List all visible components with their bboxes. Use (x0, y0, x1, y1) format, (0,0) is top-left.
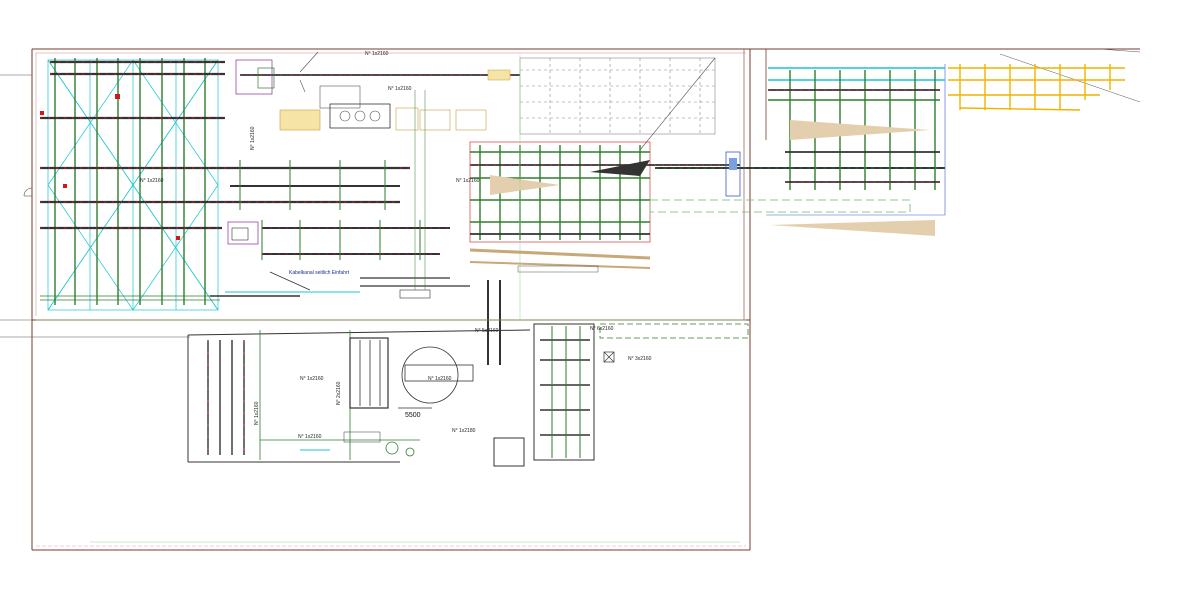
crane-label-lower-bottom: N° 1x2160 (298, 434, 322, 440)
crane-label-lower-hall: N° 1x2160 (300, 376, 324, 382)
left-hall-grid (47, 59, 219, 311)
outfeed-conveyor (649, 151, 945, 213)
crane-label-lower-left-vertical: N° 1x2160 (254, 401, 260, 425)
left-hall-runways: N° 1x2160 (40, 58, 410, 305)
crane-label-right-5x: N° 5x2160 (475, 328, 499, 334)
crane-label-top: N° 1x2160 (365, 51, 389, 57)
lower-hall: 5500 N° 1x2160 N° 1x2160 N° 1x2160 N° 1x… (187, 280, 531, 467)
crane-label-mid-vertical: N° 1x2160 (250, 126, 256, 150)
right-hall (768, 64, 1125, 236)
site-boundary (0, 48, 1141, 551)
crane-label-left-hall: N° 1x2160 (140, 178, 164, 184)
crane-label-right-6x: N° 6x2160 (590, 326, 614, 332)
crane-label-right-3x: N° 3x2160 (628, 356, 652, 362)
axis-lines (36, 55, 746, 543)
crane-label-lower-center: N° 1x2160 (428, 376, 452, 382)
dimension-5500: 5500 (405, 412, 421, 419)
crane-label-lower-diag: N° 1x2180 (452, 428, 476, 434)
crane-label-lower-vertical: N° 2x2160 (336, 381, 342, 405)
storage-rack-area (519, 57, 716, 151)
top-conveyor: N° 1x2160 N° 1x2160 (235, 51, 520, 131)
crane-label-top-mid: N° 1x2160 (388, 86, 412, 92)
middle-conveyor-lines: Kabelkanal seitlich Einfahrt N° 1x2160 (210, 90, 470, 299)
lower-right-machinery: N° 5x2160 N° 6x2160 N° 3x2160 (475, 323, 749, 461)
cable-channel-label: Kabelkanal seitlich Einfahrt (289, 270, 350, 276)
center-hall: N° 1x2160 (456, 141, 740, 273)
crane-label-center: N° 1x2160 (456, 178, 480, 184)
